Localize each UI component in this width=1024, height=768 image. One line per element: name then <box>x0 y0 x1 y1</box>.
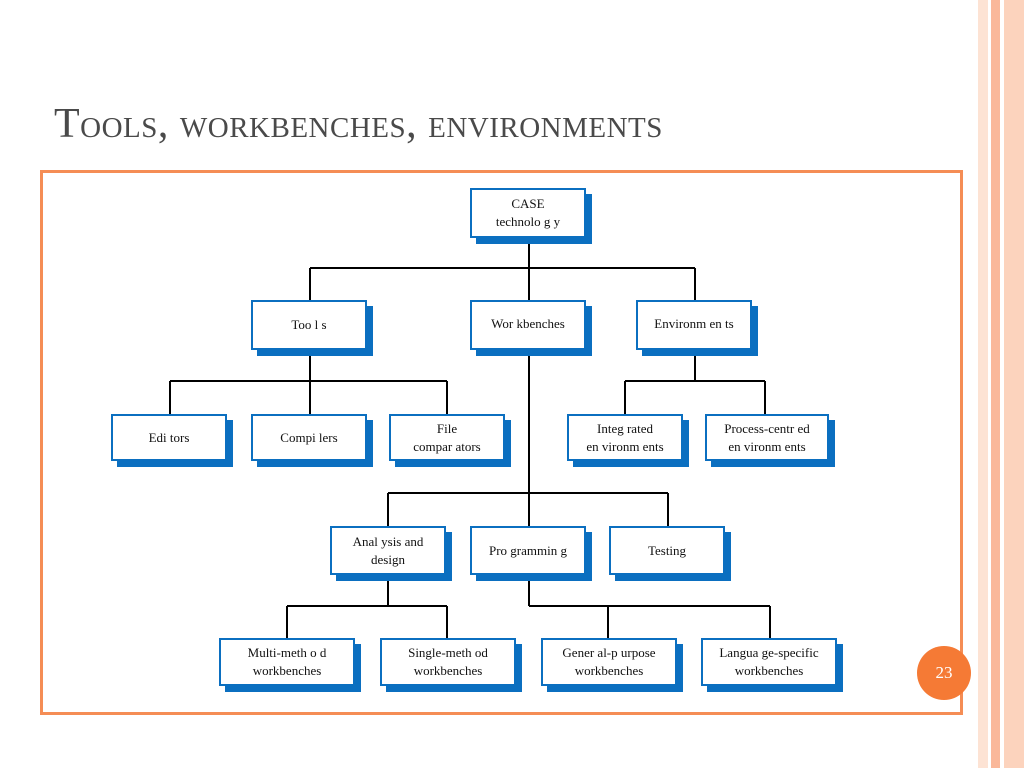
node-language-specific-workbenches: Langua ge-specific workbenches <box>701 638 837 686</box>
node-analysis-and-design: Anal ysis and design <box>330 526 446 575</box>
node-multi-method-workbenches: Multi-meth o d workbenches <box>219 638 355 686</box>
node-process-centred-environments: Process-centr ed en vironm ents <box>705 414 829 461</box>
decor-stripe-3 <box>1004 0 1024 768</box>
node-integrated-environments: Integ rated en vironm ents <box>567 414 683 461</box>
node-general-purpose-workbenches: Gener al-p urpose workbenches <box>541 638 677 686</box>
node-workbenches: Wor kbenches <box>470 300 586 350</box>
node-editors: Edi tors <box>111 414 227 461</box>
node-case-technology: CASE technolo g y <box>470 188 586 238</box>
node-compilers: Compi lers <box>251 414 367 461</box>
node-file-comparators: File compar ators <box>389 414 505 461</box>
node-tools: Too l s <box>251 300 367 350</box>
node-single-method-workbenches: Single-meth od workbenches <box>380 638 516 686</box>
slide-title: Tools, workbenches, environments <box>54 101 663 147</box>
decor-stripe-2 <box>991 0 1000 768</box>
node-programming: Pro grammin g <box>470 526 586 575</box>
node-environments: Environm en ts <box>636 300 752 350</box>
node-testing: Testing <box>609 526 725 575</box>
decor-stripe-1 <box>978 0 988 768</box>
page-number-badge: 23 <box>917 646 971 700</box>
diagram-frame <box>40 170 963 715</box>
